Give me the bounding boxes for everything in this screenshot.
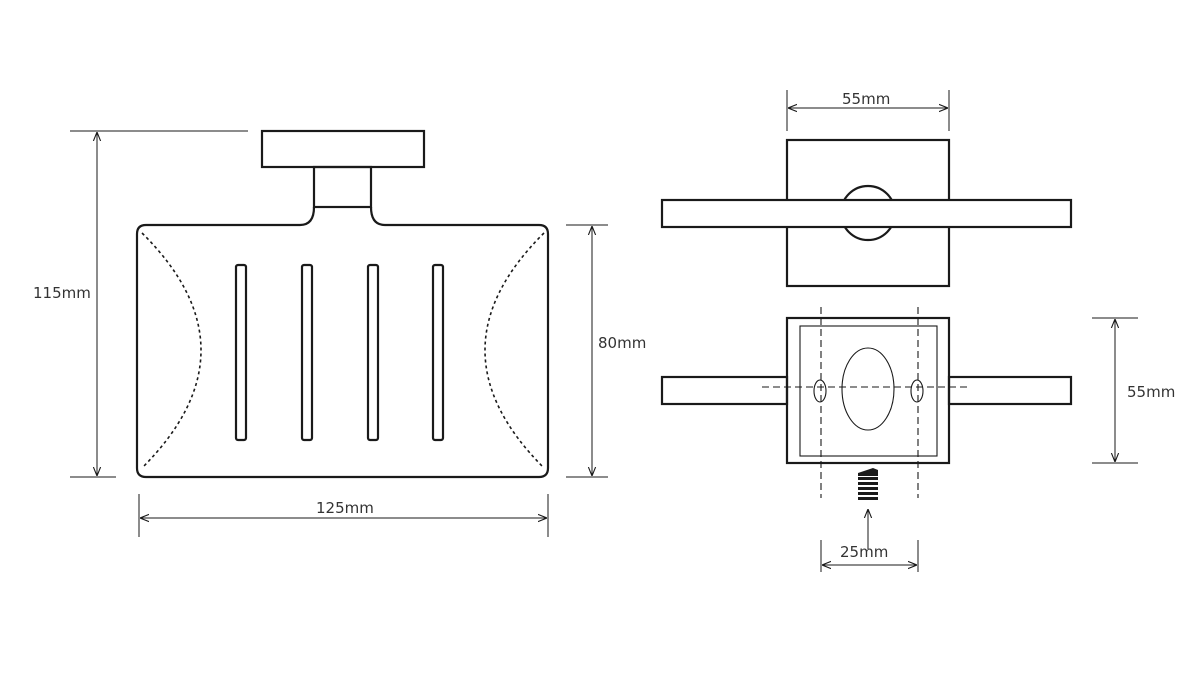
- dimension-plate-width: 55mm: [786, 90, 950, 131]
- top-view: [660, 138, 1073, 288]
- front-view: [135, 129, 550, 479]
- dimension-height-total: 115mm: [33, 130, 248, 478]
- dimension-label: 115mm: [33, 284, 91, 302]
- dimension-label: 55mm: [842, 90, 890, 108]
- dimension-hole-spacing: 25mm: [820, 540, 919, 572]
- screw-hole-right: [910, 379, 924, 403]
- mount-plate-outer: [785, 316, 951, 465]
- tray-bar: [660, 198, 1073, 229]
- dimension-label: 80mm: [598, 334, 646, 352]
- stem: [312, 165, 373, 209]
- wall-flange: [260, 129, 426, 169]
- drain-slot: [300, 263, 314, 442]
- screw-icon: [858, 468, 878, 500]
- dimension-height-tray: 80mm: [566, 224, 646, 478]
- right-dotted-curve: [484, 232, 545, 469]
- mount-view: [660, 307, 1073, 549]
- screw-hole-left: [813, 379, 827, 403]
- dimension-width-tray: 125mm: [138, 494, 549, 537]
- center-opening: [841, 347, 895, 431]
- dimension-label: 25mm: [840, 543, 888, 561]
- drain-slot: [234, 263, 248, 442]
- side-bar-right: [947, 375, 1073, 406]
- drain-slot: [431, 263, 445, 442]
- mount-plate-inner: [799, 325, 938, 457]
- dimension-label: 55mm: [1127, 383, 1175, 401]
- dimension-plate-height: 55mm: [1092, 317, 1175, 464]
- side-bar-left: [660, 375, 789, 406]
- tray-outline: [135, 206, 550, 479]
- dimension-label: 125mm: [316, 499, 374, 517]
- left-dotted-curve: [141, 232, 202, 469]
- drain-slot: [366, 263, 380, 442]
